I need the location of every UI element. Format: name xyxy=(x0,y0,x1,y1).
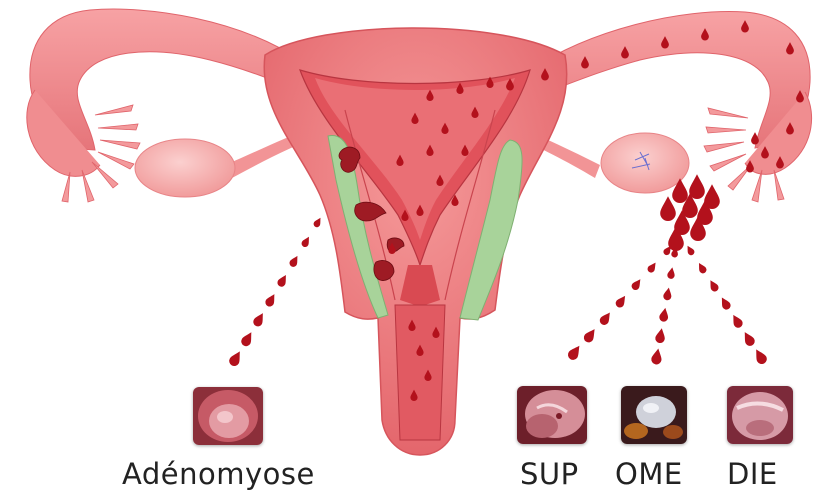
blood-drop-icon xyxy=(701,28,709,40)
blood-drop-icon xyxy=(486,77,493,88)
blood-drop-icon xyxy=(416,205,423,216)
blood-drop-icon xyxy=(660,196,676,221)
blood-drop-icon xyxy=(426,90,433,101)
blood-drop-icon xyxy=(541,68,549,80)
blood-drop-icon xyxy=(751,132,759,144)
blood-drop-icon xyxy=(424,370,431,381)
blood-drop-icon xyxy=(471,107,478,118)
blood-drop-icon xyxy=(441,123,448,134)
label-die: DIE xyxy=(727,457,778,491)
blood-drop-icon xyxy=(741,20,749,32)
blood-drop-icon xyxy=(566,343,584,362)
blood-drop-icon xyxy=(651,348,664,366)
blood-drop-icon xyxy=(288,254,301,268)
blood-drop-icon xyxy=(729,313,744,330)
blood-drop-icon xyxy=(436,175,443,186)
blood-drop-icon xyxy=(796,90,804,102)
blood-drop-icon xyxy=(655,327,667,343)
blood-drop-icon xyxy=(426,145,433,156)
adenomyose-thumbnail xyxy=(193,387,263,445)
blood-drop-icon xyxy=(630,277,643,292)
blood-drop-icon xyxy=(264,292,278,308)
blood-drop-icon xyxy=(451,195,458,206)
blood-drop-icon xyxy=(689,174,705,199)
label-sup: SUP xyxy=(520,457,579,491)
blood-drop-icon xyxy=(667,267,676,280)
blood-drop-icon xyxy=(761,146,769,158)
blood-drop-icon xyxy=(614,293,629,309)
blood-drop-icon xyxy=(685,244,696,256)
blood-drop-icon xyxy=(707,278,720,293)
blood-drop-icon xyxy=(746,160,754,172)
blood-drop-icon xyxy=(646,261,658,274)
die-thumbnail xyxy=(727,386,793,444)
blood-drop-icon xyxy=(388,243,395,254)
blood-drop-icon xyxy=(252,311,267,328)
blood-drop-icon xyxy=(581,56,589,68)
blood-drop-icon xyxy=(786,122,794,134)
blood-drop-icon xyxy=(410,390,417,401)
blood-drop-icon xyxy=(776,156,784,168)
blood-drop-icon xyxy=(401,210,408,221)
blood-drop-icon xyxy=(696,261,708,274)
blood-drop-icon xyxy=(432,327,439,338)
blood-drop-icon xyxy=(663,287,673,301)
blood-drop-icon xyxy=(741,330,757,348)
blood-drop-icon xyxy=(786,42,794,54)
blood-drop-icon xyxy=(300,235,312,248)
blood-drop-icon xyxy=(621,46,629,58)
blood-drop-icon xyxy=(718,295,732,311)
label-ome: OME xyxy=(615,457,683,491)
blood-drop-icon xyxy=(661,36,669,48)
blood-drop-icon xyxy=(239,330,255,348)
blood-drop-icon xyxy=(408,320,415,331)
blood-drop-icon xyxy=(659,307,670,322)
blood-drop-icon xyxy=(411,113,418,124)
blood-drop-icon xyxy=(456,83,463,94)
blood-drop-icon xyxy=(506,78,514,90)
blood-drop-icon xyxy=(396,155,403,166)
ome-thumbnail xyxy=(621,386,687,444)
blood-drop-icon xyxy=(752,347,769,366)
label-adenomyose: Adénomyose xyxy=(122,457,315,491)
blood-drop-icon xyxy=(312,216,323,228)
blood-drop-icon xyxy=(227,349,244,368)
blood-drop-icon xyxy=(276,273,289,288)
blood-drop-icon xyxy=(582,326,599,344)
sup-thumbnail xyxy=(517,386,587,444)
blood-drop-icon xyxy=(416,345,423,356)
blood-drop-icon xyxy=(461,145,468,156)
blood-drop-icon xyxy=(598,310,614,327)
blood-drop-icon xyxy=(672,178,688,203)
